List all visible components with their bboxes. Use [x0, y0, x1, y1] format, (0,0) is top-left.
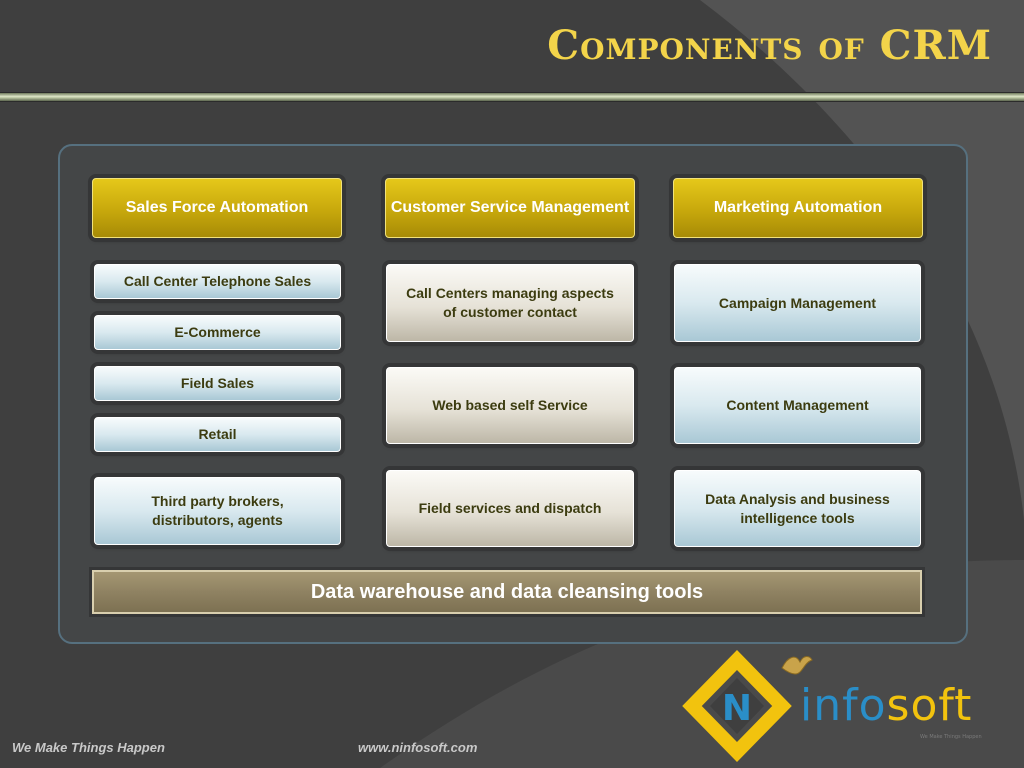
item-retail: Retail: [94, 417, 341, 452]
infosoft-logo: N infosoft We Make Things Happen: [682, 649, 1012, 763]
header-customer-service-management: Customer Service Management: [385, 178, 635, 238]
item-call-centers-customer-contact: Call Centers managing aspects of custome…: [386, 264, 634, 342]
logo-word-soft: soft: [886, 680, 973, 731]
logo-letter: N: [722, 688, 752, 729]
n-diamond-icon: N: [682, 649, 792, 763]
data-warehouse-bar: Data warehouse and data cleansing tools: [92, 570, 922, 614]
logo-wordmark: infosoft: [800, 680, 972, 731]
item-field-services-dispatch: Field services and dispatch: [386, 470, 634, 547]
logo-word-info: info: [800, 680, 887, 731]
header-marketing-automation: Marketing Automation: [673, 178, 923, 238]
bird-icon: [781, 656, 813, 675]
item-web-based-self-service: Web based self Service: [386, 367, 634, 444]
item-field-sales: Field Sales: [94, 366, 341, 401]
item-data-analysis-bi-tools: Data Analysis and business intelligence …: [674, 470, 921, 547]
footer-tagline: We Make Things Happen: [12, 740, 165, 755]
item-content-management: Content Management: [674, 367, 921, 444]
item-e-commerce: E-Commerce: [94, 315, 341, 350]
item-third-party-brokers: Third party brokers, distributors, agent…: [94, 477, 341, 545]
footer-url[interactable]: www.ninfosoft.com: [358, 740, 478, 755]
item-call-center-telephone-sales: Call Center Telephone Sales: [94, 264, 341, 299]
logo-subtext: We Make Things Happen: [920, 734, 982, 740]
slide-title: Components of CRM: [547, 22, 992, 69]
header-sales-force-automation: Sales Force Automation: [92, 178, 342, 238]
item-campaign-management: Campaign Management: [674, 264, 921, 342]
title-divider: [0, 92, 1024, 102]
